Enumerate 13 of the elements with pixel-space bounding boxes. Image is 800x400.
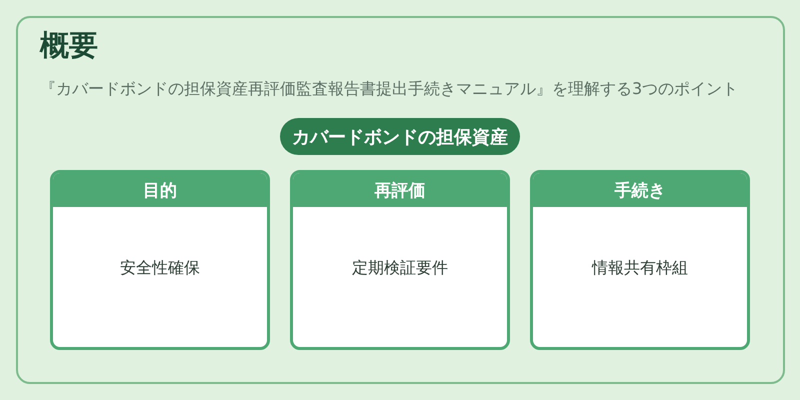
card-text: 定期検証要件 xyxy=(352,257,448,279)
card-header: 手続き xyxy=(533,173,747,207)
panel-subtitle: 『カバードボンドの担保資産再評価監査報告書提出手続きマニュアル』を理解する3つのポイント xyxy=(40,79,738,100)
card-text: 安全性確保 xyxy=(120,257,200,279)
card xyxy=(50,170,270,350)
card xyxy=(290,170,510,350)
card-text: 情報共有枠組 xyxy=(592,257,688,279)
card xyxy=(530,170,750,350)
card-header: 再評価 xyxy=(293,173,507,207)
topic-pill: カバードボンドの担保資産 xyxy=(280,118,520,155)
card-header: 目的 xyxy=(53,173,267,207)
panel xyxy=(16,16,785,384)
panel-title: 概要 xyxy=(40,28,98,63)
